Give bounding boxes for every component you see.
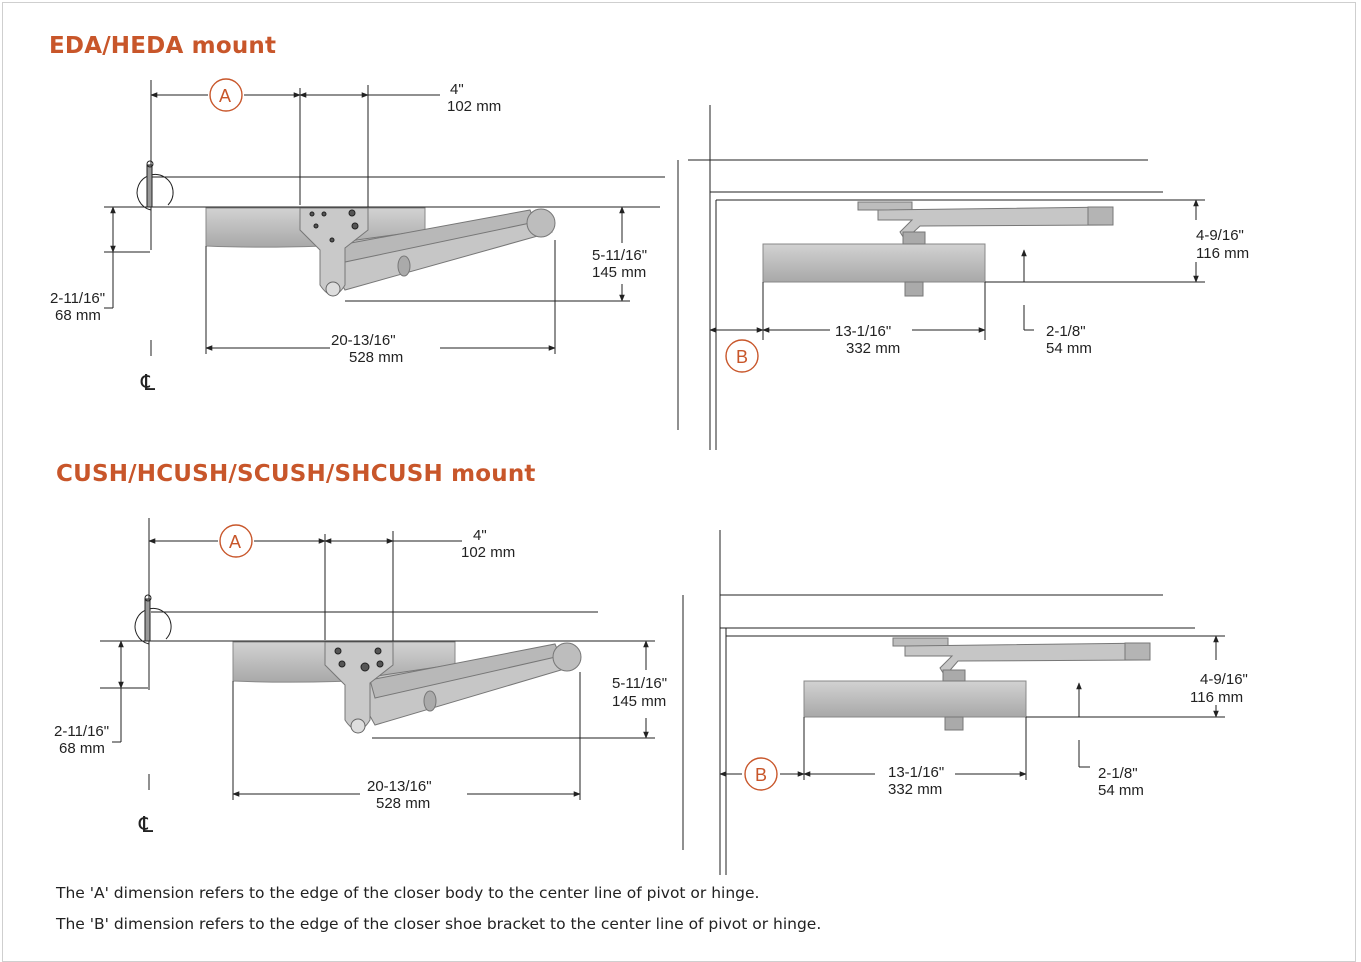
bracket-bolt xyxy=(325,281,341,297)
hinge-pin xyxy=(146,164,153,208)
label-b-2: B xyxy=(755,765,767,785)
dim-shoe-in-2: 2-1/8" xyxy=(1098,765,1138,782)
shoe-bracket xyxy=(857,201,913,211)
dim-depth-in-2: 4-9/16" xyxy=(1200,671,1248,688)
note-b-dimension: The 'B' dimension refers to the edge of … xyxy=(56,915,822,933)
dim-shoe-mm: 54 mm xyxy=(1046,340,1092,357)
dim-depth-in: 4-9/16" xyxy=(1196,227,1244,244)
dim-body-in-2: 13-1/16" xyxy=(888,764,944,781)
dim-body-in: 13-1/16" xyxy=(835,323,891,340)
dim-length-in: 20-13/16" xyxy=(331,332,396,349)
label-a-circle xyxy=(209,78,243,112)
dim-shoe-in: 2-1/8" xyxy=(1046,323,1086,340)
dim-offset-in-2: 2-11/16" xyxy=(54,723,109,740)
dim-length-in-2: 20-13/16" xyxy=(367,778,432,795)
dim-4-in-2: 4" xyxy=(473,527,487,544)
arm-pivot xyxy=(526,208,556,238)
dim-height-in-2: 5-11/16" xyxy=(612,675,667,692)
dim-offset-mm-2: 68 mm xyxy=(59,740,105,757)
cush-top-view xyxy=(682,530,1225,875)
label-b: B xyxy=(736,347,748,367)
label-a-2: A xyxy=(229,532,241,552)
dim-4-mm: 102 mm xyxy=(447,98,501,115)
dim-depth-mm: 116 mm xyxy=(1196,245,1249,262)
dim-shoe-mm-2: 54 mm xyxy=(1098,782,1144,799)
eda-top-view xyxy=(677,105,1205,450)
dim-height-mm-2: 145 mm xyxy=(612,693,666,710)
eda-side-view xyxy=(104,80,665,356)
section-title-cush: CUSH/HCUSH/SCUSH/SHCUSH mount xyxy=(56,461,536,487)
dim-offset-in: 2-11/16" xyxy=(50,290,105,307)
label-b-circle-2 xyxy=(744,757,778,791)
hinge-knob xyxy=(146,160,154,168)
top-closer-body xyxy=(762,243,986,283)
label-b-circle xyxy=(725,339,759,373)
dim-body-mm-2: 332 mm xyxy=(888,781,942,798)
centerline-symbol: ℄ xyxy=(140,371,156,396)
hinge-arc xyxy=(136,173,174,211)
arm-adjuster xyxy=(397,255,411,277)
cush-side-view xyxy=(100,518,655,800)
centerline-symbol-2: ℄ xyxy=(138,813,154,838)
section-title-eda: EDA/HEDA mount xyxy=(49,33,277,59)
dim-offset-mm: 68 mm xyxy=(55,307,101,324)
dim-height-in: 5-11/16" xyxy=(592,247,647,264)
label-a: A xyxy=(219,86,231,106)
dim-4-mm-2: 102 mm xyxy=(461,544,515,561)
dim-body-mm: 332 mm xyxy=(846,340,900,357)
label-a-circle-2 xyxy=(219,524,253,558)
dim-height-mm: 145 mm xyxy=(592,264,646,281)
dim-length-mm-2: 528 mm xyxy=(376,795,430,812)
note-a-dimension: The 'A' dimension refers to the edge of … xyxy=(56,884,760,902)
dim-length-mm: 528 mm xyxy=(349,349,403,366)
dim-4-in: 4" xyxy=(450,81,464,98)
dim-depth-mm-2: 116 mm xyxy=(1190,689,1243,706)
